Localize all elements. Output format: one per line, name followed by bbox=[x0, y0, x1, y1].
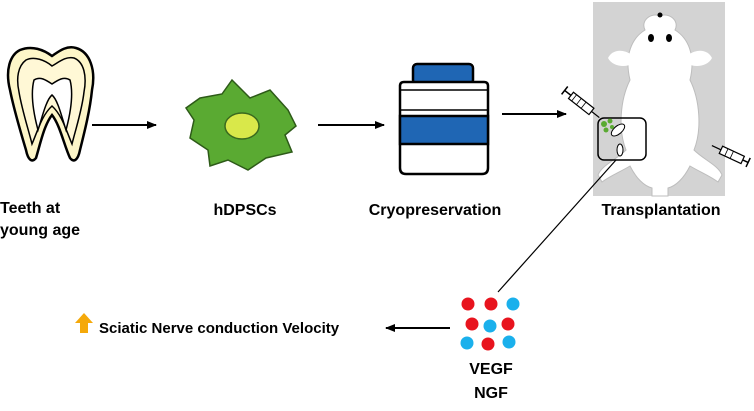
step-label-hdpscs: hDPSCs bbox=[213, 202, 277, 219]
step-label-teeth: Teeth at young age bbox=[0, 200, 81, 239]
mouse-icon bbox=[597, 12, 723, 197]
vegf-dot bbox=[481, 337, 495, 351]
stem-cell-icon bbox=[184, 78, 297, 171]
vegf-dot bbox=[484, 297, 498, 311]
zoom-inset-box bbox=[597, 117, 647, 161]
outcome-label: Sciatic Nerve conduction Velocity bbox=[99, 320, 340, 337]
vegf-dot bbox=[461, 297, 475, 311]
vegf-dot bbox=[465, 317, 479, 331]
factor-label-ngf: NGF bbox=[474, 385, 508, 402]
increase-arrow-icon bbox=[75, 313, 93, 333]
injected-cells-icon bbox=[601, 118, 614, 133]
syringe-left-icon bbox=[560, 86, 600, 119]
connector-line bbox=[497, 159, 617, 293]
syringe-right-icon bbox=[711, 145, 751, 168]
tooth-icon bbox=[6, 46, 95, 162]
mouse-transplant-panel bbox=[560, 2, 751, 197]
growth-factor-dots bbox=[460, 297, 520, 351]
ngf-dot bbox=[460, 336, 474, 350]
ngf-dot bbox=[502, 335, 516, 349]
step-label-transplantation: Transplantation bbox=[601, 202, 721, 219]
cryo-vial-icon bbox=[398, 62, 490, 176]
ngf-dot bbox=[506, 297, 520, 311]
vegf-dot bbox=[501, 317, 515, 331]
ngf-dot bbox=[483, 319, 497, 333]
step-label-cryopreservation: Cryopreservation bbox=[368, 202, 502, 219]
factor-label-vegf: VEGF bbox=[469, 361, 513, 378]
